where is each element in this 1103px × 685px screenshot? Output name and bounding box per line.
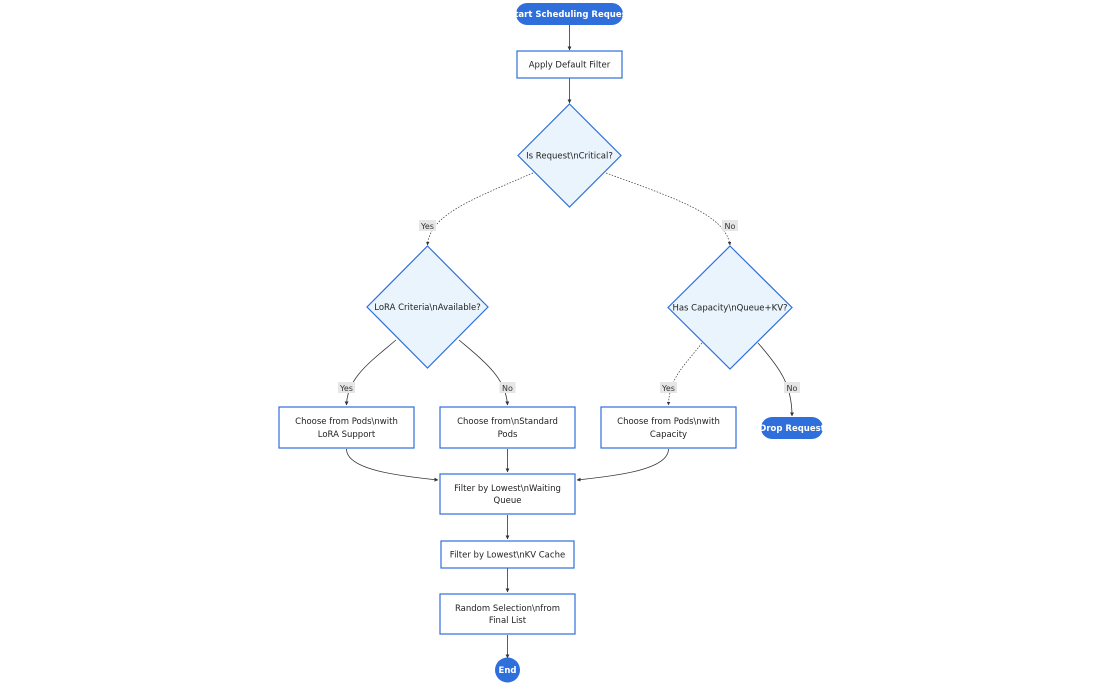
start-pill (516, 3, 623, 25)
filter-waiting-line-1: Filter by Lowest\nWaiting (454, 484, 561, 494)
critical-label: Is Request\nCritical? (526, 152, 613, 162)
choose-lora-line-1: Choose from Pods\nwith (295, 417, 398, 427)
edge-capacity-yes (666, 342, 703, 406)
edge-lora-yes (344, 339, 397, 406)
node-drop-request: Drop Request (759, 417, 825, 439)
edge-label-bg (338, 382, 355, 393)
edges (344, 25, 794, 659)
edge-label-text: No (787, 384, 798, 393)
random-selection-box (439, 593, 576, 635)
end-label: End (499, 666, 517, 676)
choose-standard-line-1: Choose from\nStandard (457, 417, 558, 427)
random-selection-line-1: Random Selection\nfrom (455, 604, 560, 614)
node-apply-default-filter: Apply Default Filter (516, 50, 623, 79)
node-start: Start Scheduling Request (508, 3, 631, 25)
edge-critical-no (605, 172, 732, 246)
edge-label-text: Yes (661, 384, 675, 393)
filter-kv-label: Filter by Lowest\nKV Cache (450, 551, 565, 561)
node-filter-kv-cache: Filter by Lowest\nKV Cache (440, 540, 575, 569)
edge-label-text: No (502, 384, 513, 393)
node-lora-criteria-available: LoRA Criteria\nAvailable? (366, 245, 489, 369)
choose-standard-box (439, 406, 576, 449)
edge-label-lora-yes: Yes (338, 382, 355, 393)
node-choose-lora-pods: Choose from Pods\nwith LoRA Support (278, 406, 415, 449)
filter-waiting-box (439, 473, 576, 515)
edge-label-critical-yes: Yes (419, 220, 436, 231)
random-selection-line-2: Final List (489, 616, 527, 626)
edge-label-bg (419, 220, 436, 231)
filter-kv-box (440, 540, 575, 569)
filter-waiting-line-2: Queue (494, 496, 522, 506)
choose-capacity-line-2: Capacity (650, 430, 687, 440)
node-random-selection: Random Selection\nfrom Final List (439, 593, 576, 635)
default-filter-box (516, 50, 623, 79)
capacity-label: Has Capacity\nQueue+KV? (672, 304, 787, 314)
end-circle (495, 657, 520, 683)
default-filter-label: Apply Default Filter (529, 61, 611, 71)
lora-label: LoRA Criteria\nAvailable? (374, 303, 481, 313)
edge-label-text: Yes (420, 222, 434, 231)
edge-label-bg (499, 382, 516, 393)
edge-label-text: Yes (339, 384, 353, 393)
start-label: Start Scheduling Request (508, 10, 631, 20)
edge-label-bg (660, 382, 677, 393)
node-has-capacity: Has Capacity\nQueue+KV? (667, 245, 793, 370)
edge-label-bg (722, 220, 738, 231)
edge-labels: Yes No Yes No Yes No (338, 220, 800, 393)
drop-request-pill (761, 417, 823, 439)
edge-label-lora-no: No (499, 382, 516, 393)
node-is-request-critical: Is Request\nCritical? (517, 103, 622, 208)
drop-request-label: Drop Request (759, 424, 824, 434)
edge-capacity-no (757, 342, 794, 417)
choose-capacity-box (600, 406, 737, 449)
edge-label-capacity-no: No (784, 382, 800, 393)
choose-lora-box (278, 406, 415, 449)
edge-capacity-pods-to-waiting (576, 448, 669, 482)
choose-capacity-line-1: Choose from Pods\nwith (617, 417, 720, 427)
node-end: End (495, 657, 520, 683)
node-choose-capacity-pods: Choose from Pods\nwith Capacity (600, 406, 737, 449)
node-filter-waiting-queue: Filter by Lowest\nWaiting Queue (439, 473, 576, 515)
edge-lora-pods-to-waiting (346, 448, 439, 482)
edge-label-critical-no: No (722, 220, 738, 231)
edge-label-bg (784, 382, 800, 393)
edge-label-capacity-yes: Yes (660, 382, 677, 393)
capacity-diamond (667, 245, 793, 370)
edge-lora-no (458, 339, 510, 406)
edge-critical-yes (426, 172, 534, 246)
lora-diamond (366, 245, 489, 369)
choose-lora-line-2: LoRA Support (318, 430, 376, 440)
critical-diamond (517, 103, 622, 208)
node-choose-standard-pods: Choose from\nStandard Pods (439, 406, 576, 449)
edge-label-text: No (725, 222, 736, 231)
choose-standard-line-2: Pods (498, 430, 518, 440)
